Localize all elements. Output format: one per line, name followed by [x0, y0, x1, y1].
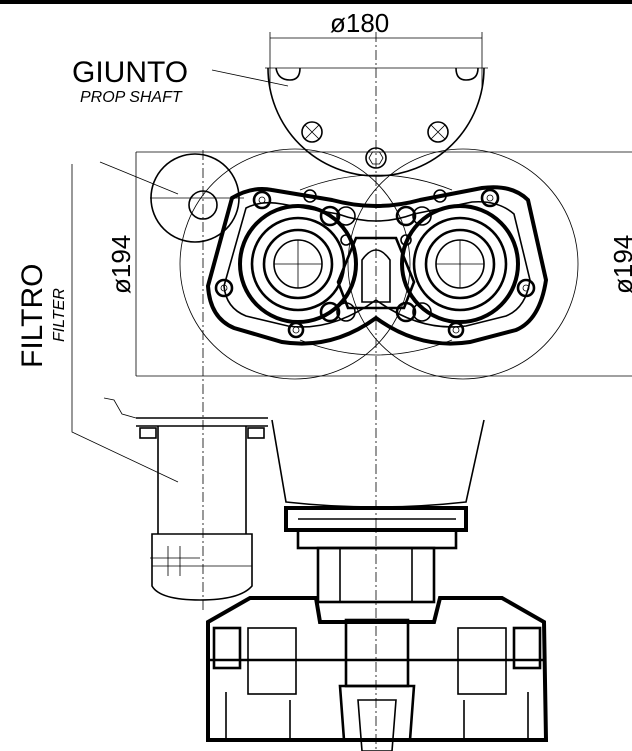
pump-outline-circles	[179, 148, 579, 380]
housing-bolts	[214, 188, 536, 339]
dimension-lines	[135, 151, 632, 377]
right-diameter-label: ø194	[608, 235, 632, 294]
bolt-hex-left	[301, 121, 323, 143]
joint-sublabel: PROP SHAFT	[80, 89, 183, 106]
filter-body	[103, 397, 268, 601]
filter-sublabel: FILTER	[51, 288, 68, 342]
pump-housing	[205, 185, 549, 346]
top-diameter-label: ø180	[330, 8, 389, 38]
motor-body	[206, 419, 549, 751]
port-left	[238, 204, 358, 324]
left-diameter-label: ø194	[106, 235, 136, 294]
filter-connector	[150, 153, 244, 243]
leader-lines	[71, 69, 289, 483]
center-valve	[336, 236, 416, 310]
prop-shaft-flange	[265, 32, 488, 177]
joint-label: GIUNTO	[72, 56, 188, 89]
bolt-hex-right	[427, 121, 449, 143]
filter-label: FILTRO	[16, 264, 49, 368]
port-right	[400, 204, 520, 324]
